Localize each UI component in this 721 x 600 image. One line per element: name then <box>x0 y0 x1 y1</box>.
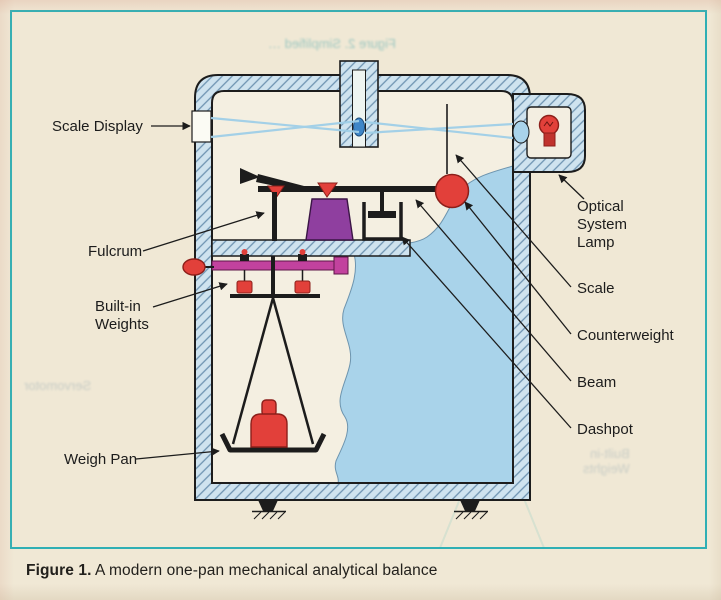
leader-dashpot <box>401 236 572 429</box>
internal-shelf <box>211 239 411 257</box>
label-optical-line3: Lamp <box>577 234 615 251</box>
weigh-pan-assembly <box>219 297 327 453</box>
leader-scale <box>455 154 572 288</box>
label-optical-line1: Optical <box>577 198 624 215</box>
lamp-housing <box>512 93 586 173</box>
leader-builtin-weights <box>152 282 228 308</box>
support-feet <box>252 500 488 520</box>
caption-text: A modern one-pan mechanical analytical b… <box>91 562 438 579</box>
leader-counterweight <box>464 201 572 335</box>
leader-weigh-pan <box>135 447 220 460</box>
leader-beam <box>415 199 572 382</box>
counterweight-ball <box>434 173 470 209</box>
scale-display-slot <box>191 110 212 143</box>
lamp-bulb-icon <box>538 114 560 147</box>
lamp-aperture <box>512 120 530 144</box>
label-fulcrum: Fulcrum <box>88 243 142 260</box>
label-optical-line2: System <box>577 216 627 233</box>
sample-weight-icon <box>250 399 288 448</box>
chimney-optical-column <box>339 60 379 148</box>
beam-pointer-flag <box>240 168 260 184</box>
leader-optical-lamp <box>558 174 585 200</box>
beam-counterpoise-block <box>305 198 354 241</box>
ring-weight <box>294 280 311 294</box>
beam-left-arm <box>256 174 304 192</box>
leader-fulcrum <box>142 211 265 252</box>
label-weigh-pan: Weigh Pan <box>64 451 137 468</box>
label-scale: Scale <box>577 280 615 297</box>
optical-path-rays <box>210 116 514 140</box>
label-scale-display: Scale Display <box>52 118 143 135</box>
figure-caption: Figure 1. A modern one-pan mechanical an… <box>26 562 437 580</box>
label-beam: Beam <box>577 374 616 391</box>
figure-border-frame <box>10 10 707 549</box>
ring-weight <box>236 280 253 294</box>
label-builtin-line2: Weights <box>95 316 149 333</box>
label-dashpot: Dashpot <box>577 421 634 438</box>
pointer-triangle <box>317 182 338 198</box>
label-counterweight: Counterweight <box>577 327 675 344</box>
caption-figure-number: Figure 1. <box>26 562 92 579</box>
weigh-pan-dish <box>219 432 327 453</box>
beam-assembly <box>240 168 470 241</box>
beam-bar <box>258 186 440 192</box>
builtin-weights-assembly <box>182 249 349 298</box>
dashpot-assembly <box>362 192 403 241</box>
fulcrum-post <box>272 192 277 241</box>
label-builtin-line1: Built-in <box>95 298 141 315</box>
weight-control-knob <box>182 258 206 276</box>
